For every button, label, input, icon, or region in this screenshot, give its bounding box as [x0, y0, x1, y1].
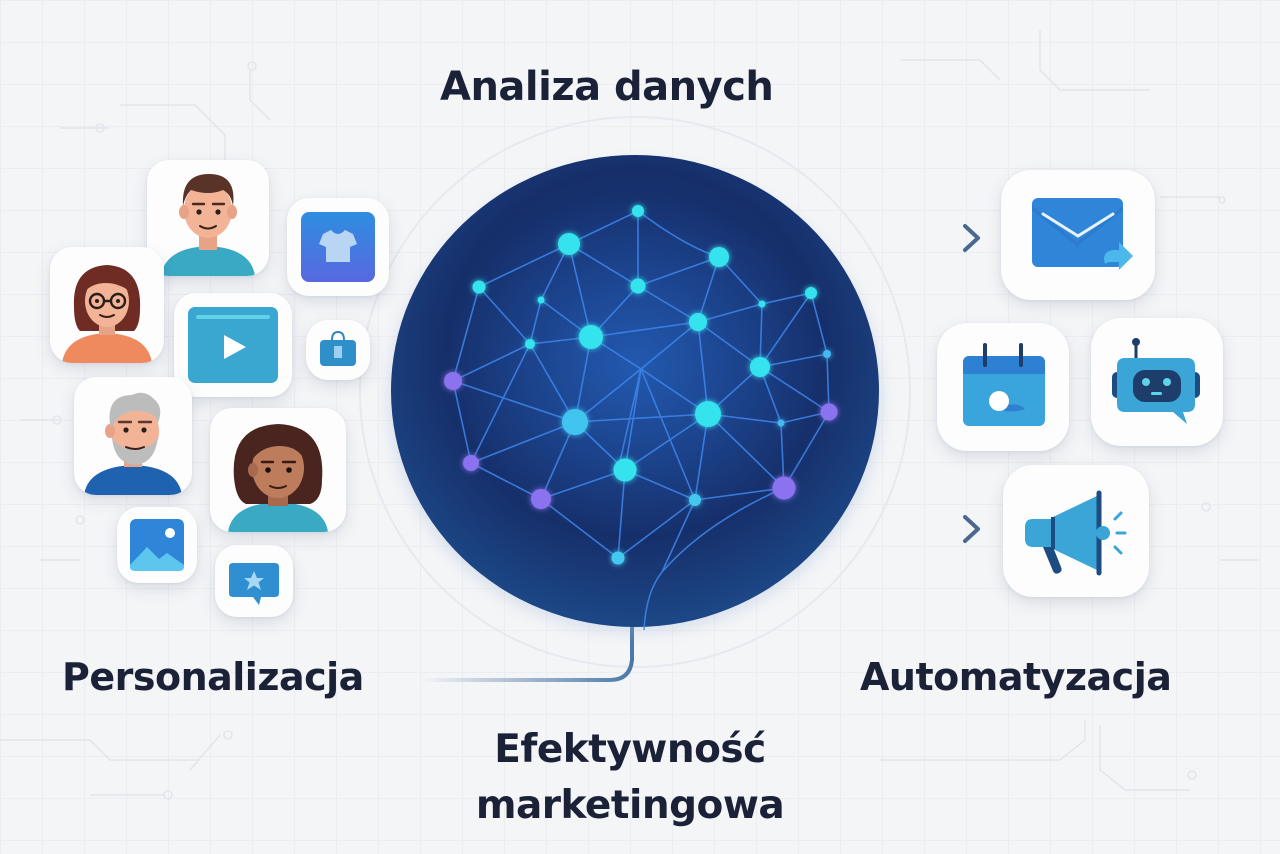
network-nodes	[444, 205, 838, 565]
megaphone-icon	[1025, 490, 1127, 576]
label-line-1: Efektywność	[494, 727, 766, 772]
label-efektywnosc-marketingowa: Efektywność marketingowa	[465, 722, 795, 834]
calendar-icon	[963, 343, 1045, 426]
tile-image	[117, 507, 197, 583]
network-links	[452, 210, 830, 631]
chatbot-icon	[1112, 338, 1200, 424]
avatar-woman-glasses-icon	[62, 265, 152, 363]
tile-avatar-older-man	[74, 377, 192, 495]
tile-calendar	[937, 323, 1069, 451]
avatar-woman-dark-hair-icon	[228, 424, 328, 532]
star-review-bubble-icon	[229, 563, 279, 605]
label-automatyzacja: Automatyzacja	[860, 655, 1172, 699]
neural-network-icon	[389, 155, 881, 632]
tile-shopping-bag	[306, 320, 370, 380]
tshirt-product-icon	[301, 212, 375, 282]
tile-chatbot	[1091, 318, 1223, 446]
avatar-older-man-beard-icon	[84, 392, 182, 495]
tile-megaphone	[1003, 465, 1149, 597]
tile-email	[1001, 170, 1155, 300]
avatar-man-brown-hair-icon	[161, 174, 255, 276]
image-photo-icon	[130, 519, 184, 571]
video-play-icon	[188, 307, 278, 383]
tile-tshirt	[287, 198, 389, 296]
circuit-traces	[0, 30, 1260, 800]
neural-network-core	[386, 152, 884, 632]
tile-star-review	[215, 545, 293, 617]
tile-avatar-man	[147, 160, 269, 276]
label-line-2: marketingowa	[475, 783, 785, 828]
tile-video	[174, 293, 292, 397]
tile-avatar-woman-glasses	[50, 247, 164, 363]
tile-avatar-woman-dark	[210, 408, 346, 532]
arrow-to-email	[853, 224, 980, 252]
connector-to-bottom	[418, 626, 634, 682]
label-analiza-danych: Analiza danych	[440, 64, 774, 110]
email-send-icon	[1032, 198, 1133, 270]
shopping-bag-icon	[320, 330, 356, 366]
arrow-to-megaphone	[853, 515, 980, 543]
label-personalizacja: Personalizacja	[62, 655, 364, 699]
